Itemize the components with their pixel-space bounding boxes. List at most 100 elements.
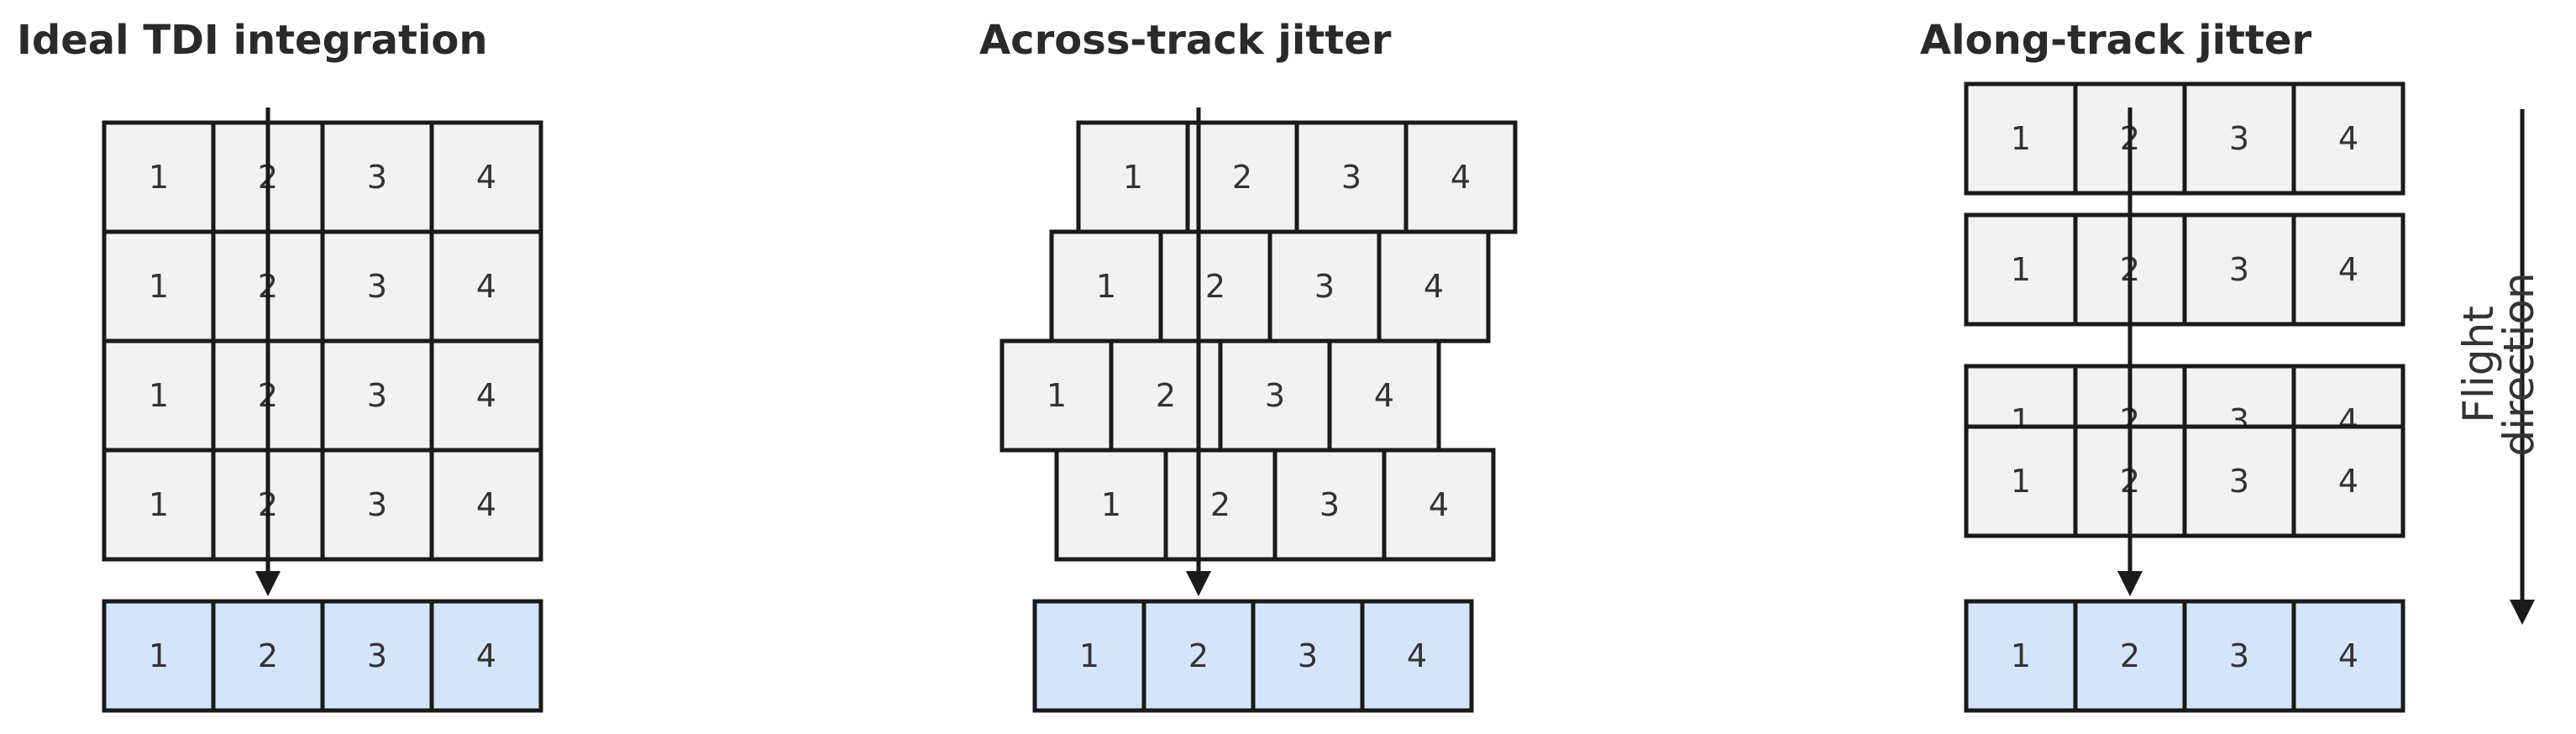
pixel-cell-label: 1	[1047, 377, 1067, 414]
pixel-cell	[429, 229, 543, 343]
pixel-cell	[102, 599, 216, 713]
pixel-cell-label: 1	[1101, 486, 1121, 523]
pixel-cell	[1054, 448, 1168, 562]
pixel-cell-label: 4	[476, 159, 496, 196]
pixel-cell-label: 4	[476, 268, 496, 305]
pixel-cell-label: 4	[2338, 637, 2358, 674]
pixel-cell	[320, 338, 434, 453]
pixel-cell-label: 1	[149, 159, 169, 196]
integrated-result-row: 1 2 3 4	[1032, 599, 1474, 713]
panel-title-ideal: Ideal TDI integration	[17, 17, 488, 64]
pixel-cell-label: 4	[2338, 463, 2358, 500]
detector-row: 1 2 3 4	[1076, 120, 1518, 234]
pixel-cell	[102, 448, 216, 562]
pixel-cell	[320, 448, 434, 562]
pixel-cell	[429, 338, 543, 453]
pixel-cell-label: 1	[2011, 637, 2031, 674]
pixel-cell-label: 3	[367, 268, 387, 305]
pixel-cell	[429, 599, 543, 713]
pixel-cell-label: 3	[367, 637, 387, 674]
pixel-cell	[2291, 599, 2405, 713]
pixel-cell-label: 2	[1210, 486, 1230, 523]
pixel-cell	[211, 599, 325, 713]
pixel-cell	[320, 120, 434, 234]
detector-row: 1 2 3 4	[1049, 229, 1491, 343]
pixel-cell-label: 2	[1156, 377, 1176, 414]
pixel-cell-label: 3	[2229, 120, 2249, 157]
pixel-cell	[1377, 229, 1491, 343]
pixel-cell-label: 4	[1451, 159, 1471, 196]
pixel-cell-label: 3	[1298, 637, 1318, 674]
pixel-cell-label: 4	[1424, 268, 1444, 305]
pixel-cell-label: 3	[2229, 463, 2249, 500]
detector-row: 1 2 3 4	[999, 338, 1441, 453]
pixel-cell-label: 4	[2338, 120, 2358, 157]
pixel-cell-label: 3	[367, 159, 387, 196]
pixel-cell-label: 4	[476, 486, 496, 523]
pixel-cell-label: 2	[1232, 159, 1252, 196]
panel-title-along-track: Along-track jitter	[1920, 17, 2311, 64]
pixel-cell-label: 1	[2011, 120, 2031, 157]
pixel-cell	[1403, 120, 1518, 234]
pixel-cell-label: 3	[1265, 377, 1285, 414]
pixel-cell	[1163, 448, 1278, 562]
pixel-cell-label: 1	[149, 637, 169, 674]
pixel-cell-label: 4	[476, 377, 496, 414]
pixel-cell	[2073, 599, 2187, 713]
flight-direction-label: Flight direction	[2454, 272, 2543, 456]
pixel-cell	[2182, 212, 2296, 327]
pixel-cell	[1032, 599, 1146, 713]
pixel-cell-label: 1	[2011, 463, 2031, 500]
pixel-cell-label: 3	[2229, 637, 2249, 674]
pixel-cell	[2291, 424, 2405, 538]
pixel-cell-label: 3	[2229, 251, 2249, 288]
pixel-cell-label: 1	[149, 486, 169, 523]
flight-direction-line2: direction	[2495, 272, 2543, 456]
pixel-cell-label: 4	[1429, 486, 1449, 523]
pixel-cell	[1964, 599, 2078, 713]
pixel-cell	[1251, 599, 1365, 713]
pixel-cell-label: 3	[367, 377, 387, 414]
pixel-cell	[2182, 424, 2296, 538]
panel-title-across-track: Across-track jitter	[979, 17, 1392, 64]
pixel-cell-label: 2	[1188, 637, 1209, 674]
pixel-cell-label: 1	[2011, 251, 2031, 288]
pixel-cell	[1272, 448, 1387, 562]
pixel-cell	[429, 448, 543, 562]
flight-direction-line1: Flight	[2454, 306, 2503, 423]
pixel-cell-label: 1	[149, 377, 169, 414]
pixel-cell	[1158, 229, 1272, 343]
pixel-cell	[1360, 599, 1474, 713]
pixel-cell-label: 4	[1407, 637, 1427, 674]
pixel-cell-label: 2	[2120, 637, 2140, 674]
pixel-cell	[1964, 212, 2078, 327]
pixel-cell	[2291, 81, 2405, 196]
pixel-cell-label: 2	[258, 637, 278, 674]
pixel-cell-label: 1	[1096, 268, 1116, 305]
pixel-cell	[1382, 448, 1496, 562]
pixel-cell	[320, 229, 434, 343]
pixel-cell-label: 3	[1314, 268, 1335, 305]
integrated-result-row: 1 2 3 4	[102, 599, 543, 713]
pixel-cell-label: 4	[476, 637, 496, 674]
integrated-result-row: 1 2 3 4	[1964, 599, 2405, 713]
pixel-cell-label: 3	[1341, 159, 1361, 196]
pixel-cell-label: 4	[1374, 377, 1394, 414]
pixel-cell-label: 1	[149, 268, 169, 305]
pixel-cell	[1141, 599, 1256, 713]
pixel-cell-label: 3	[367, 486, 387, 523]
pixel-cell-label: 1	[1123, 159, 1143, 196]
pixel-cell-label: 1	[1079, 637, 1099, 674]
pixel-cell-label: 2	[1205, 268, 1225, 305]
